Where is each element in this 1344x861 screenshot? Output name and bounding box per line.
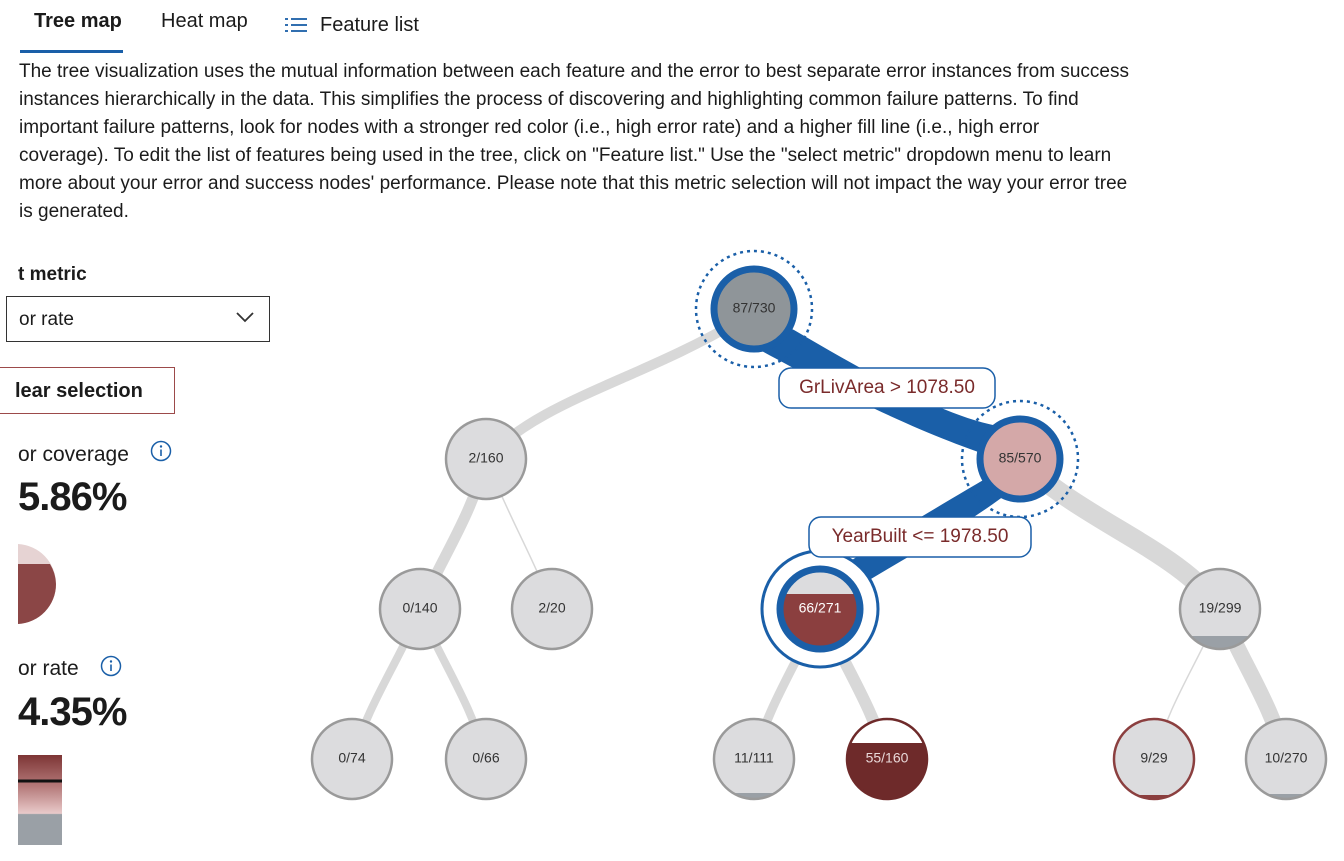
- error-rate-value: 4.35%: [18, 690, 127, 734]
- node-label: 11/111: [734, 750, 774, 766]
- condition-label: GrLivArea > 1078.50: [778, 367, 996, 409]
- description-text: The tree visualization uses the mutual i…: [19, 61, 1129, 222]
- tree-node[interactable]: 2/160: [444, 417, 528, 501]
- tree-node[interactable]: 19/299: [1176, 567, 1266, 656]
- tab-tree-map[interactable]: Tree map: [34, 10, 122, 32]
- tree-node[interactable]: 0/74: [310, 717, 394, 801]
- node-label: 0/74: [338, 750, 365, 766]
- tab-heat-map[interactable]: Heat map: [161, 10, 248, 32]
- active-tab-indicator: [20, 50, 123, 53]
- tree-node[interactable]: 11/111: [710, 717, 800, 803]
- tree-node[interactable]: 10/270: [1242, 717, 1332, 804]
- tab-feature-list[interactable]: Feature list: [320, 14, 419, 36]
- tab-bar: Tree map Heat map Feature list: [0, 0, 1344, 56]
- tree-node[interactable]: 0/66: [444, 717, 528, 801]
- error-rate-legend-bar: [18, 755, 62, 845]
- node-label: 10/270: [1265, 750, 1308, 766]
- tree-node-root[interactable]: 87/730: [694, 249, 814, 369]
- list-icon[interactable]: [284, 16, 308, 34]
- info-icon[interactable]: [150, 440, 172, 462]
- node-label: 19/299: [1199, 600, 1242, 616]
- error-coverage-label: or coverage: [18, 443, 129, 466]
- condition-text: GrLivArea > 1078.50: [799, 377, 975, 398]
- tree-node[interactable]: 2/20: [510, 567, 594, 651]
- error-coverage-value: 5.86%: [18, 475, 127, 519]
- dropdown-selected-value: or rate: [19, 309, 74, 330]
- condition-label: YearBuilt <= 1978.50: [808, 516, 1032, 558]
- coverage-pie-icon: [18, 544, 57, 624]
- node-label: 0/140: [402, 600, 437, 616]
- tree-node-selected[interactable]: 85/570: [960, 399, 1080, 519]
- node-label: 2/160: [468, 450, 503, 466]
- node-label: 55/160: [866, 750, 909, 766]
- node-label: 85/570: [999, 450, 1042, 466]
- metric-dropdown[interactable]: or rate: [6, 296, 270, 342]
- clear-selection-label: lear selection: [15, 380, 143, 402]
- clear-selection-button[interactable]: lear selection: [0, 367, 175, 414]
- node-label: 87/730: [733, 300, 776, 316]
- chevron-down-icon: [236, 312, 254, 323]
- tree-node[interactable]: 9/29: [1110, 717, 1200, 805]
- node-label: 9/29: [1140, 750, 1167, 766]
- node-label: 66/271: [799, 600, 842, 616]
- tree-node-selected-leaf[interactable]: 66/271: [760, 549, 880, 669]
- node-label: 0/66: [472, 750, 499, 766]
- tree-node[interactable]: 0/140: [378, 567, 462, 651]
- error-rate-label: or rate: [18, 657, 79, 680]
- tree-node[interactable]: 55/160: [843, 717, 933, 801]
- select-metric-label: t metric: [18, 264, 87, 285]
- condition-text: YearBuilt <= 1978.50: [832, 526, 1009, 547]
- node-label: 2/20: [538, 600, 565, 616]
- info-icon[interactable]: [100, 655, 122, 677]
